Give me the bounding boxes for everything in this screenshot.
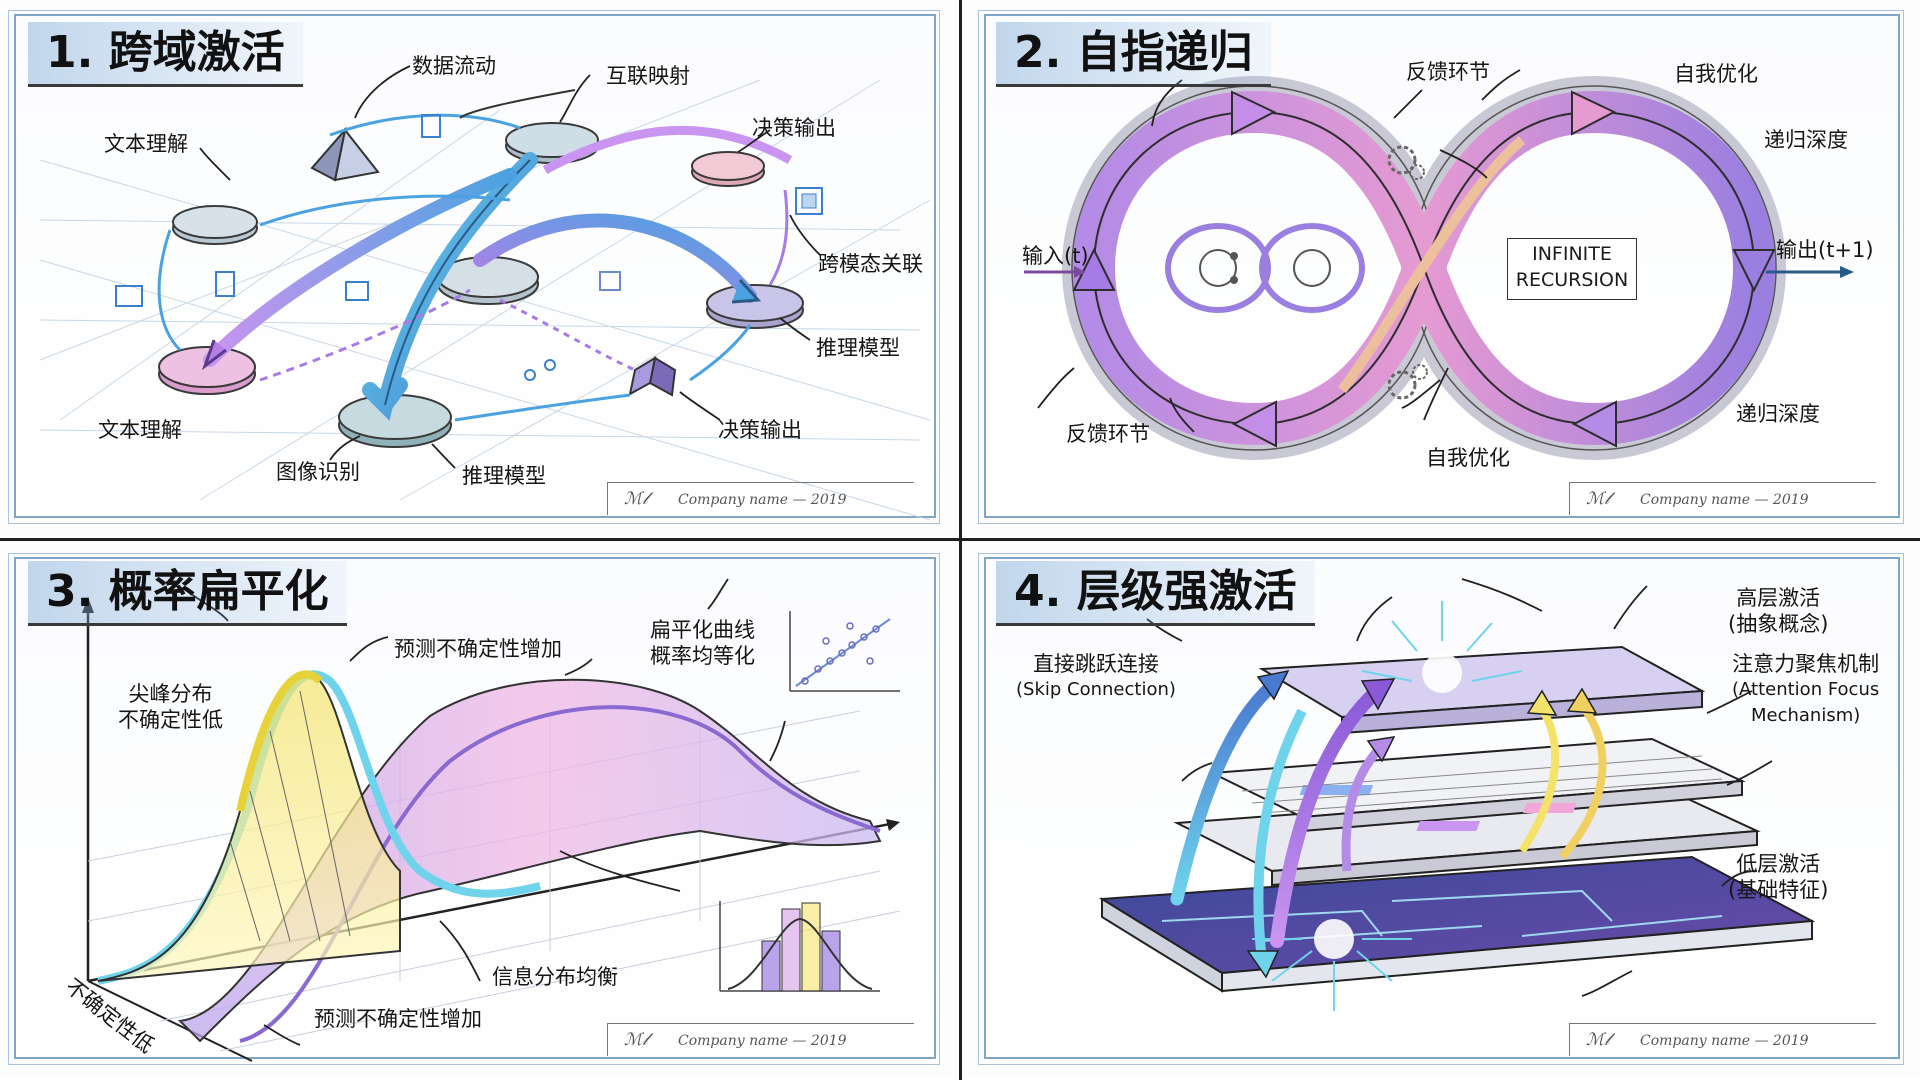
signature: ℳ𝓁	[1586, 1030, 1610, 1050]
panel-title: 3. 概率扁平化	[28, 561, 347, 626]
flat-line-2: 概率均等化	[650, 644, 755, 668]
panel-self-recursion: 2. 自指递归 反馈环节 自我优化 递归深度 输入(t) 输出(t+1) 反馈环…	[962, 0, 1920, 537]
probability-flattening-sketch	[82, 578, 901, 1062]
label-self-optimization-top: 自我优化	[1674, 62, 1758, 86]
label-high-level-activation: 高层激活 (抽象概念)	[1728, 585, 1828, 637]
label-feedback-top: 反馈环节	[1406, 60, 1490, 84]
low-line-2: (基础特征)	[1728, 878, 1829, 902]
company-stamp: ℳ𝓁 Company name — 2019	[607, 482, 914, 515]
signature: ℳ𝓁	[624, 1030, 648, 1050]
stamp-text: Company name — 2019	[1640, 1033, 1809, 1049]
stamp-text: Company name — 2019	[678, 492, 847, 508]
attn-line-1: 注意力聚焦机制	[1732, 652, 1880, 676]
label-reasoning-model-bottom: 推理模型	[462, 464, 546, 488]
label-output: 输出(t+1)	[1776, 238, 1874, 262]
attn-line-3: Mechanism)	[1750, 705, 1861, 726]
label-reasoning-model-right: 推理模型	[816, 336, 900, 360]
box-line-2: RECURSION	[1515, 269, 1629, 291]
horizontal-divider	[0, 538, 1920, 541]
stamp-text: Company name — 2019	[678, 1033, 847, 1049]
skip-line-1: 直接跳跃连接	[1032, 652, 1159, 676]
label-recursion-depth-top: 递归深度	[1764, 128, 1848, 152]
high-line-1: 高层激活	[1736, 586, 1821, 610]
label-uncertainty-rise-top: 预测不确定性增加	[394, 637, 562, 661]
attn-line-2: (Attention Focus	[1732, 679, 1880, 700]
label-flat-curve: 扁平化曲线 概率均等化	[650, 617, 755, 669]
label-mutual-mapping: 互联映射	[606, 64, 690, 88]
panel-cross-domain: 1. 跨域激活 数据流动 互联映射 决策输出 文本理解 跨模态关联 推理模型 文…	[0, 0, 958, 537]
label-low-level-activation: 低层激活 (基础特征)	[1728, 851, 1828, 903]
label-feedback-bottom: 反馈环节	[1066, 422, 1150, 446]
label-peak-distribution: 尖峰分布 不确定性低	[118, 681, 223, 733]
panel-probability-flattening: 3. 概率扁平化 尖峰分布 不确定性低 预测不确定性增加 扁平化曲线 概率均等化…	[0, 541, 958, 1078]
company-stamp: ℳ𝓁 Company name — 2019	[607, 1023, 914, 1056]
infinite-recursion-box: INFINITE RECURSION	[1507, 238, 1637, 300]
label-decision-output-top: 决策输出	[752, 116, 836, 140]
label-skip-connection: 直接跳跃连接 (Skip Connection)	[1016, 651, 1176, 703]
signature: ℳ𝓁	[1586, 489, 1610, 509]
company-stamp: ℳ𝓁 Company name — 2019	[1569, 482, 1876, 515]
label-cross-modal: 跨模态关联	[818, 252, 923, 276]
label-attention-focus: 注意力聚焦机制 (Attention Focus Mechanism)	[1732, 651, 1879, 729]
panel-title: 2. 自指递归	[996, 22, 1271, 87]
label-recursion-depth-bottom: 递归深度	[1736, 402, 1820, 426]
label-data-flow: 数据流动	[412, 54, 496, 78]
peak-line-1: 尖峰分布	[128, 682, 213, 706]
layered-activation-sketch	[1098, 578, 1816, 1011]
skip-line-2: (Skip Connection)	[1016, 679, 1176, 700]
panel-title: 4. 层级强激活	[996, 561, 1315, 626]
low-line-1: 低层激活	[1736, 852, 1821, 876]
peak-line-2: 不确定性低	[118, 708, 223, 732]
cross-domain-sketch	[39, 65, 931, 521]
label-image-recognition: 图像识别	[276, 460, 360, 484]
panel-layered-activation: 4. 层级强激活 高层激活 (抽象概念) 直接跳跃连接 (Skip Connec…	[962, 541, 1920, 1078]
label-text-understanding-bottom: 文本理解	[98, 418, 182, 442]
flat-line-1: 扁平化曲线	[650, 618, 755, 642]
signature: ℳ𝓁	[624, 489, 648, 509]
label-info-balance: 信息分布均衡	[492, 965, 618, 989]
company-stamp: ℳ𝓁 Company name — 2019	[1569, 1023, 1876, 1056]
label-decision-output-bottom: 决策输出	[718, 418, 802, 442]
panel-title: 1. 跨域激活	[28, 22, 303, 87]
label-text-understanding-top: 文本理解	[104, 132, 188, 156]
high-line-2: (抽象概念)	[1728, 612, 1829, 636]
infinity-recursion-sketch	[1024, 69, 1854, 460]
label-uncertainty-rise-bottom: 预测不确定性增加	[314, 1007, 482, 1031]
box-line-1: INFINITE	[1532, 243, 1612, 265]
stamp-text: Company name — 2019	[1640, 492, 1809, 508]
label-self-optimization-bottom: 自我优化	[1426, 446, 1510, 470]
label-input: 输入(t)	[1022, 244, 1089, 268]
